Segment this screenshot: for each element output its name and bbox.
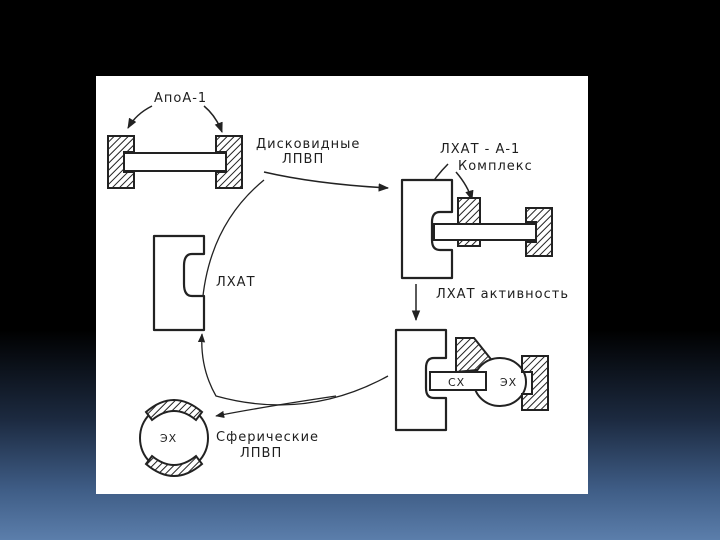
lcat-a1-label-line1: ЛХАТ - А-1 <box>440 142 520 157</box>
spherical-hdl-label-line2: ЛПВП <box>240 446 282 461</box>
lcat-cycle-diagram: АпоА-1 Дисковидные ЛПВП ЛХАТ ЛХАТ - А-1 … <box>107 91 569 477</box>
apoa1-cap-bottom <box>144 454 204 477</box>
arrow-spherical-to-lcat <box>197 333 389 406</box>
diagram-panel: АпоА-1 Дисковидные ЛПВП ЛХАТ ЛХАТ - А-1 … <box>96 76 588 494</box>
lipid-bar-activated <box>429 371 487 391</box>
lcat-enzyme-shape <box>152 234 206 332</box>
spherical-core-label: ЭХ <box>160 432 177 445</box>
apoa1-label: АпоА-1 <box>154 91 207 106</box>
lcat-a1-label-line2: Комплекс <box>458 159 533 174</box>
lcat-a1-pointer-2 <box>455 171 474 202</box>
cholesteryl-ester-label: ЭХ <box>500 376 517 389</box>
spherical-hdl-label-line1: Сферические <box>216 430 319 445</box>
lipid-bar-complex <box>433 223 537 241</box>
discoid-hdl-label-line2: ЛПВП <box>282 152 324 167</box>
apoa1-block-complex-right <box>525 207 553 257</box>
lcat-enzyme-in-complex <box>400 178 454 280</box>
lcat-activity-label: ЛХАТ активность <box>436 287 569 302</box>
lcat-a1-complex <box>400 178 553 280</box>
apoa1-cap-top <box>144 399 204 422</box>
spherical-hdl-particle <box>139 399 209 477</box>
lcat-enzyme-activated <box>394 328 448 432</box>
cholesterol-label: СХ <box>448 376 465 389</box>
discoid-hdl-label-line1: Дисковидные <box>256 137 360 152</box>
cycle-arc-left-top <box>201 179 265 307</box>
discoidal-hdl-particle <box>107 135 243 189</box>
arrow-to-spherical-hdl <box>215 395 337 418</box>
lipid-disc-bar <box>123 152 227 172</box>
apoa1-pointer-left <box>127 105 153 129</box>
lcat-activated-complex <box>394 328 549 432</box>
arrow-discoid-to-complex <box>263 171 390 192</box>
apoa1-block-activated-right <box>521 355 549 411</box>
apoa1-pointer-right <box>203 105 223 133</box>
lcat-label: ЛХАТ <box>216 275 256 290</box>
